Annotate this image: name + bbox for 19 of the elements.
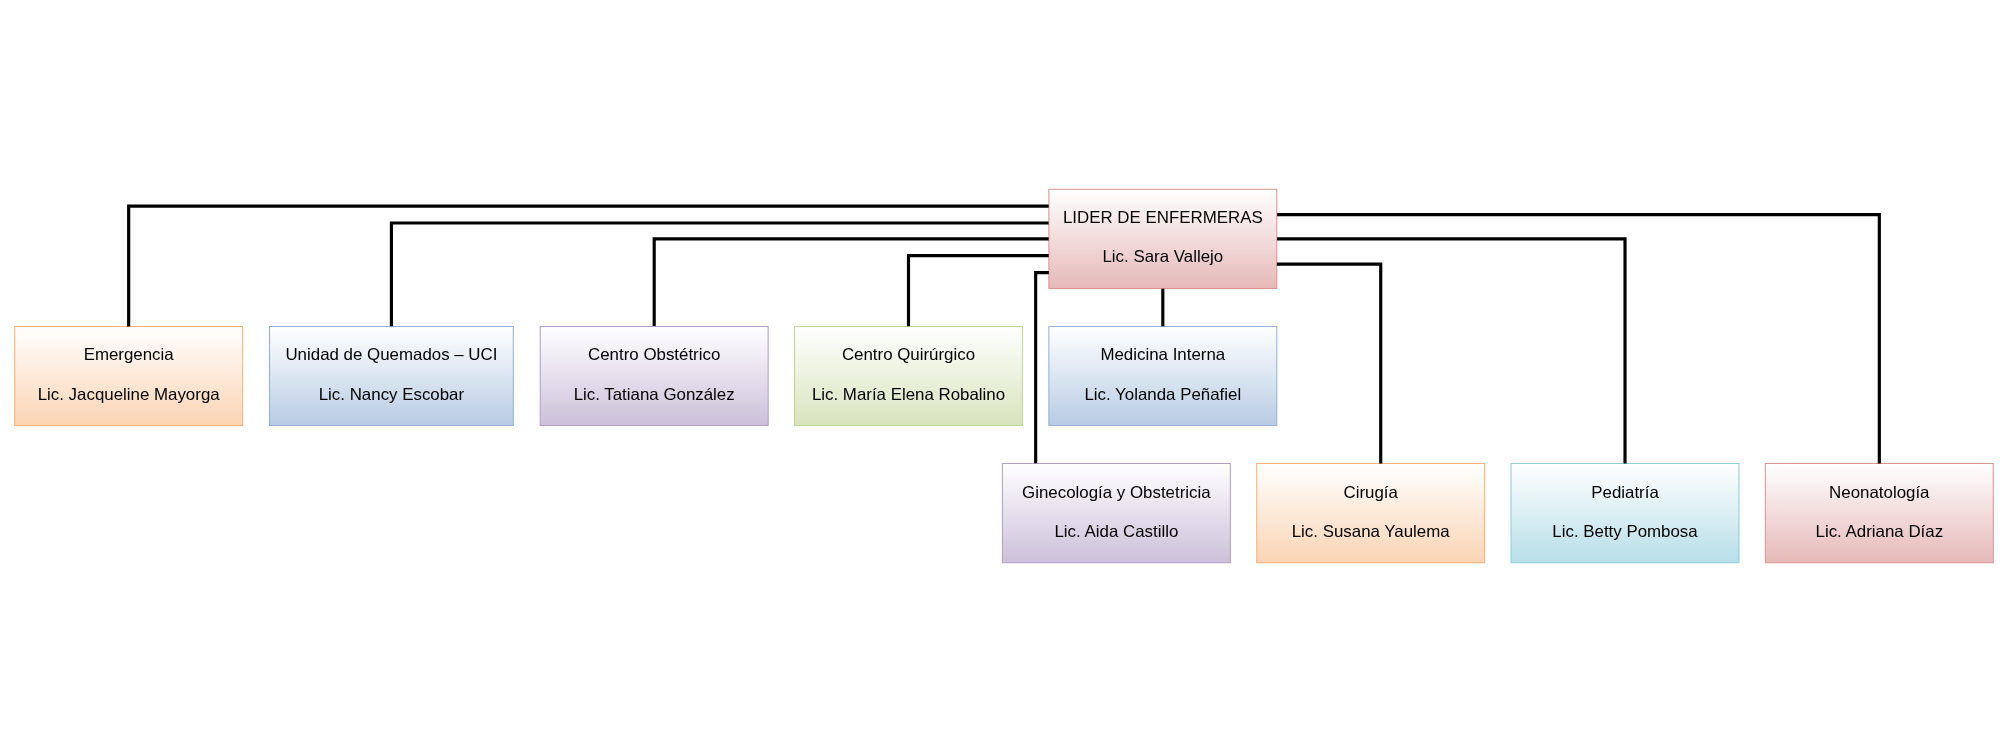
connector [652, 236, 1049, 326]
connector [906, 253, 1049, 326]
connector [1277, 236, 1627, 463]
connector [1277, 212, 1881, 464]
connector [1034, 270, 1049, 463]
node-box: Neonatología Lic. Adriana Díaz [1764, 462, 1994, 563]
node-box: Medicina Interna Lic. Yolanda Peñafiel [1048, 325, 1278, 426]
connector [1161, 288, 1165, 326]
node-box: Unidad de Quemados – UCI Lic. Nancy Escobar [269, 325, 514, 426]
connector [1276, 262, 1383, 463]
node-box: LIDER DE ENFERMERAS Lic. Sara Vallejo [1048, 188, 1278, 289]
node-box: Centro Quirúrgico Lic. María Elena Robalino [794, 325, 1023, 426]
node-box: Pediatría Lic. Betty Pombosa [1510, 462, 1740, 563]
node-box: Centro Obstétrico Lic. Tatiana González [539, 325, 769, 426]
node-box: Emergencia Lic. Jacqueline Mayorga [14, 325, 244, 426]
connector [127, 204, 1049, 326]
connector [389, 220, 1049, 326]
node-box: Ginecología y Obstetricia Lic. Aida Castillo [1001, 462, 1231, 563]
node-box: Cirugía Lic. Susana Yaulema [1256, 462, 1486, 563]
